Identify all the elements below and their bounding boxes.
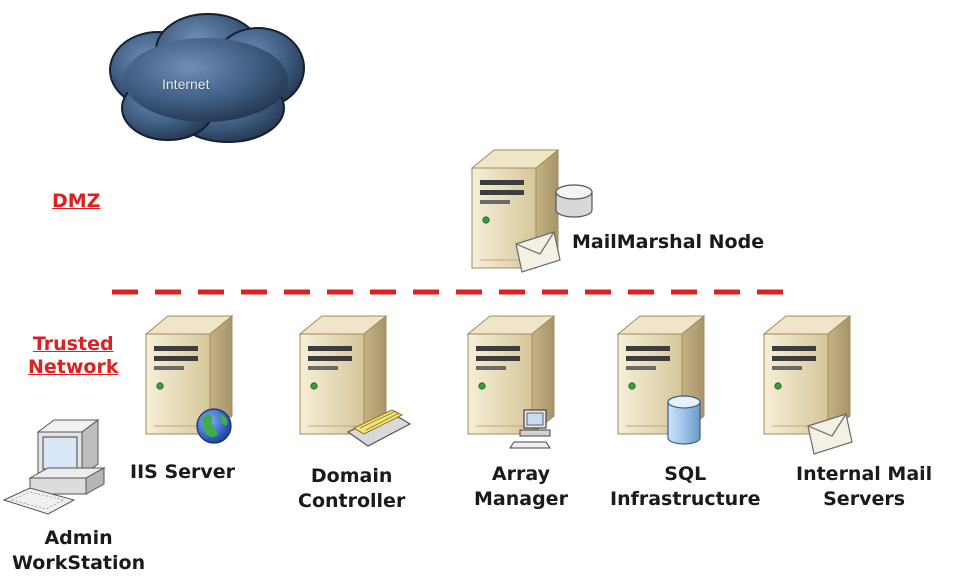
sql-line2: Infrastructure xyxy=(610,488,761,510)
internal-mail-servers xyxy=(762,314,882,455)
domain-controller-label: Domain Controller xyxy=(298,464,405,514)
computer-icon xyxy=(509,409,551,449)
admin-line2: WorkStation xyxy=(12,552,146,574)
cloud-label: Internet xyxy=(162,76,210,92)
mail-line1: Internal Mail xyxy=(796,463,933,485)
globe-icon xyxy=(196,408,232,444)
iis-server xyxy=(144,314,264,444)
admin-line1: Admin xyxy=(44,527,113,549)
array-manager-label: Array Manager xyxy=(474,462,568,512)
domain-controller xyxy=(298,314,428,454)
dmz-label: DMZ xyxy=(52,190,101,212)
array-line1: Array xyxy=(491,463,550,485)
sql-infrastructure-label: SQL Infrastructure xyxy=(610,462,760,512)
mailmarshal-label: MailMarshal Node xyxy=(572,231,765,253)
sql-infrastructure xyxy=(616,314,736,454)
directory-icon xyxy=(346,409,412,447)
cloud-icon xyxy=(109,13,305,143)
iis-server-label: IIS Server xyxy=(130,461,236,483)
domain-line1: Domain xyxy=(310,465,393,487)
sql-line1: SQL xyxy=(664,463,707,485)
admin-workstation xyxy=(2,414,142,524)
mail-line2: Servers xyxy=(823,488,906,510)
zone-divider xyxy=(112,289,788,295)
array-manager xyxy=(466,314,586,454)
admin-workstation-label: Admin WorkStation xyxy=(12,526,145,576)
mailmarshal-node xyxy=(468,148,608,278)
envelope-icon xyxy=(807,413,853,455)
internet-cloud: Internet xyxy=(98,8,313,158)
domain-line2: Controller xyxy=(298,490,406,512)
internal-mail-servers-label: Internal Mail Servers xyxy=(796,462,932,512)
workstation-icon xyxy=(2,419,106,515)
array-line2: Manager xyxy=(474,488,568,510)
envelope-icon xyxy=(515,231,561,273)
disk-icon xyxy=(555,184,593,218)
trusted-line2: Network xyxy=(28,356,119,378)
trusted-line1: Trusted xyxy=(32,333,114,355)
database-icon xyxy=(667,395,701,445)
trusted-network-label: Trusted Network xyxy=(28,333,118,379)
